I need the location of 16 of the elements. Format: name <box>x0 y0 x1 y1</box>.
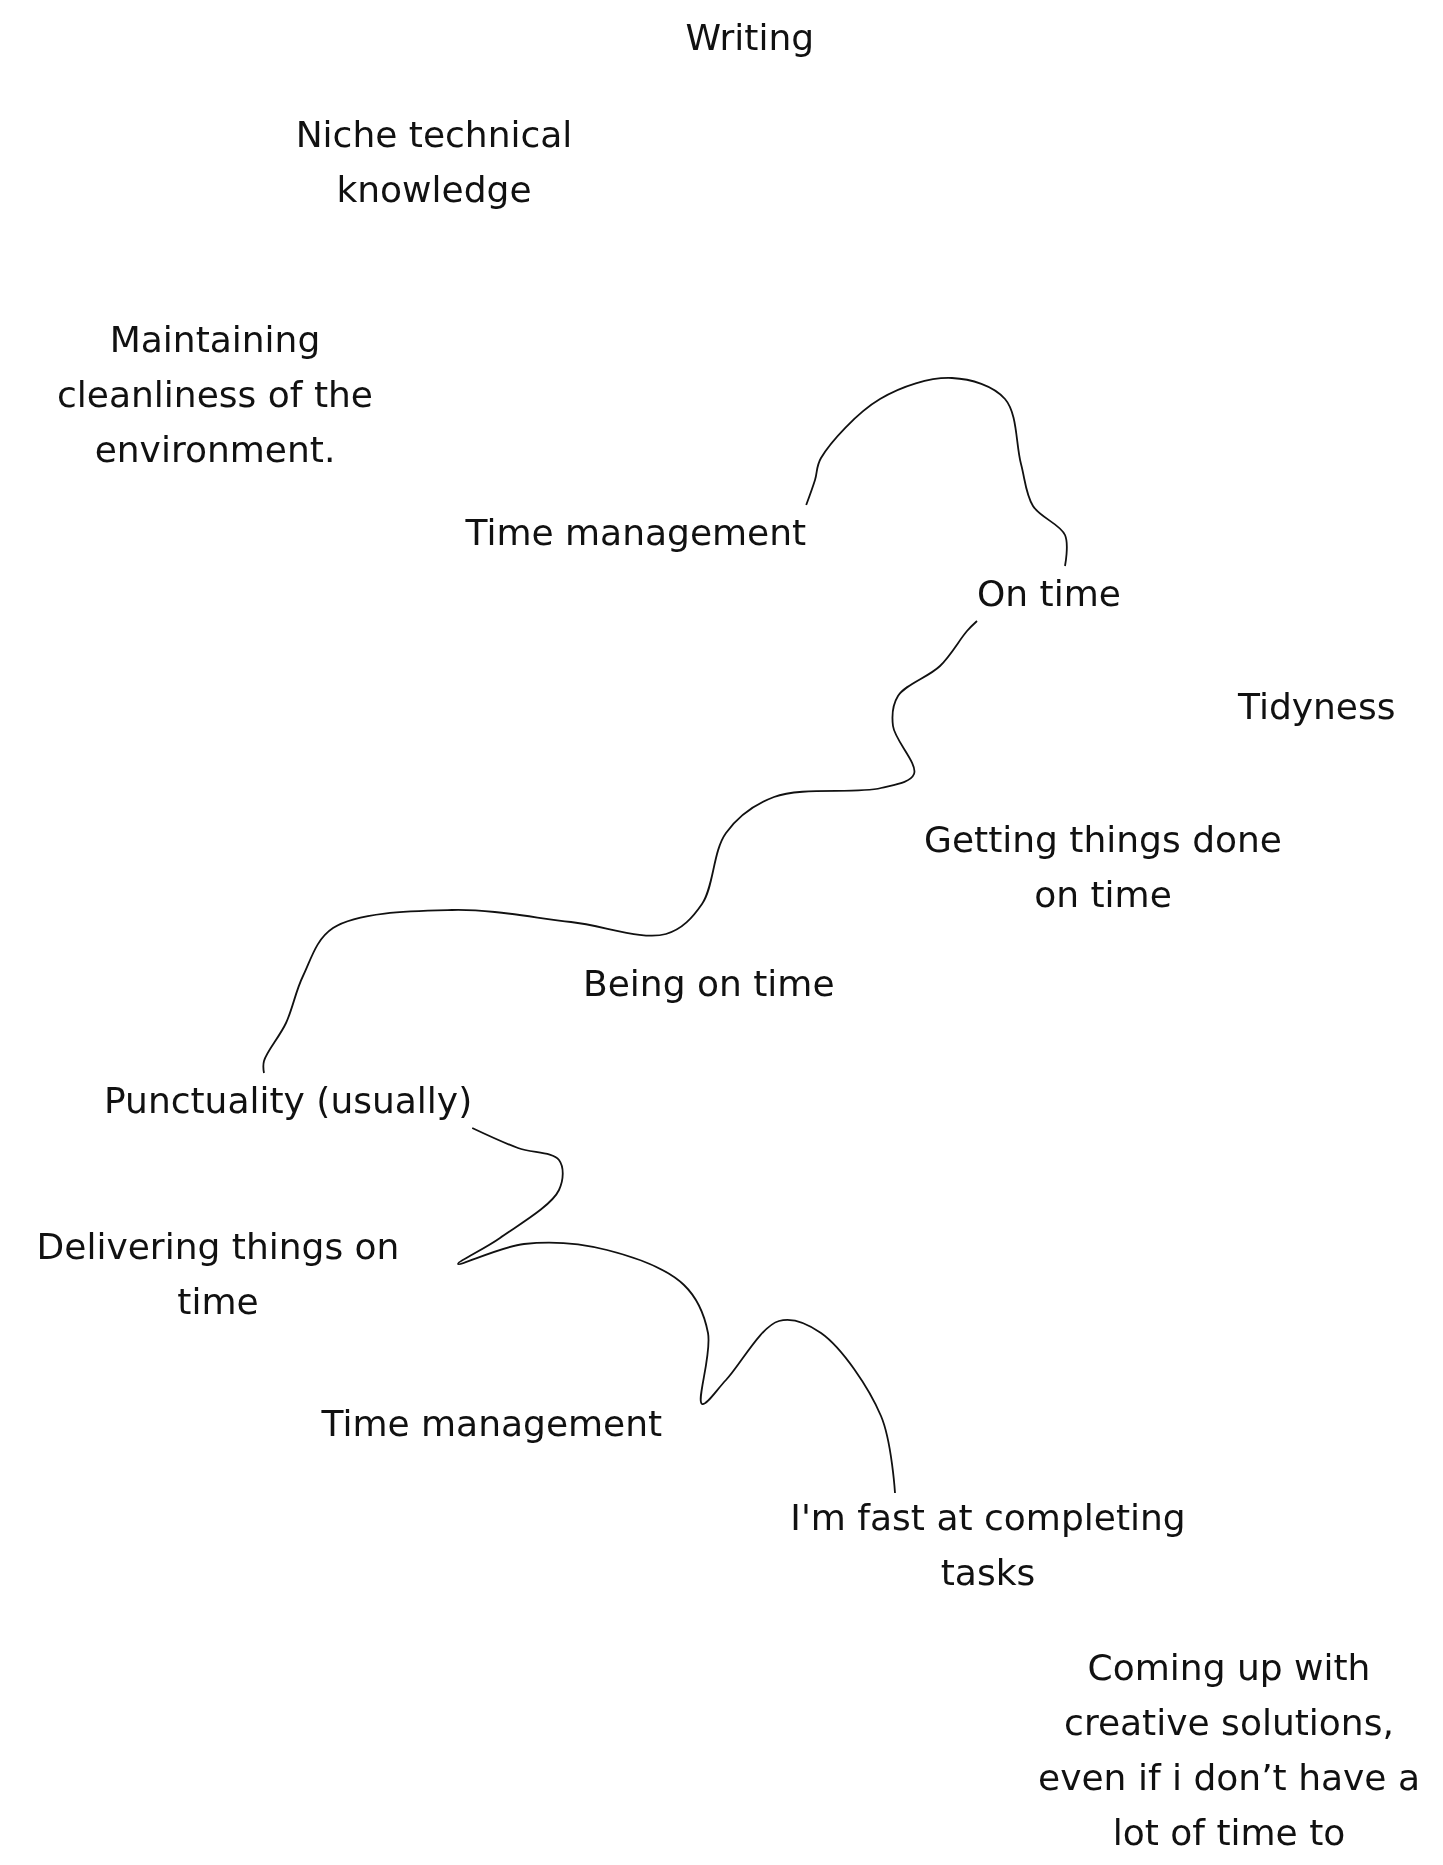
skill-note: Writing <box>685 17 815 58</box>
skill-note: Coming up with creative solutions, even if i don’t have a lot of time to <box>1038 1647 1420 1853</box>
skill-note: Punctuality (usually) <box>104 1080 473 1121</box>
skill-note: Time management <box>321 1403 663 1444</box>
skill-note: On time <box>977 573 1121 614</box>
skill-note: Being on time <box>583 963 835 1004</box>
connector-curve <box>805 377 1068 567</box>
skill-note: I'm fast at completing tasks <box>790 1497 1186 1593</box>
skill-note: Tidyness <box>1238 686 1396 727</box>
skill-note: Niche technical knowledge <box>295 114 573 210</box>
connector-curve <box>262 620 978 1074</box>
skill-note: Getting things done on time <box>924 819 1282 915</box>
skill-note: Maintaining cleanliness of the environment. <box>57 319 373 470</box>
skill-note: Delivering things on time <box>36 1226 400 1322</box>
skill-note: Time management <box>465 512 807 553</box>
connector-curve <box>457 1127 896 1494</box>
